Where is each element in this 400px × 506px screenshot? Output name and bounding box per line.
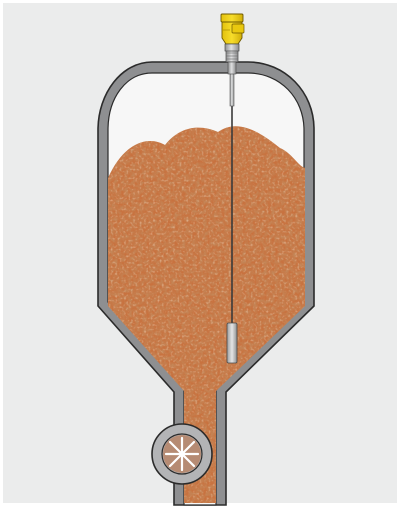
sensor-weight xyxy=(227,323,237,363)
